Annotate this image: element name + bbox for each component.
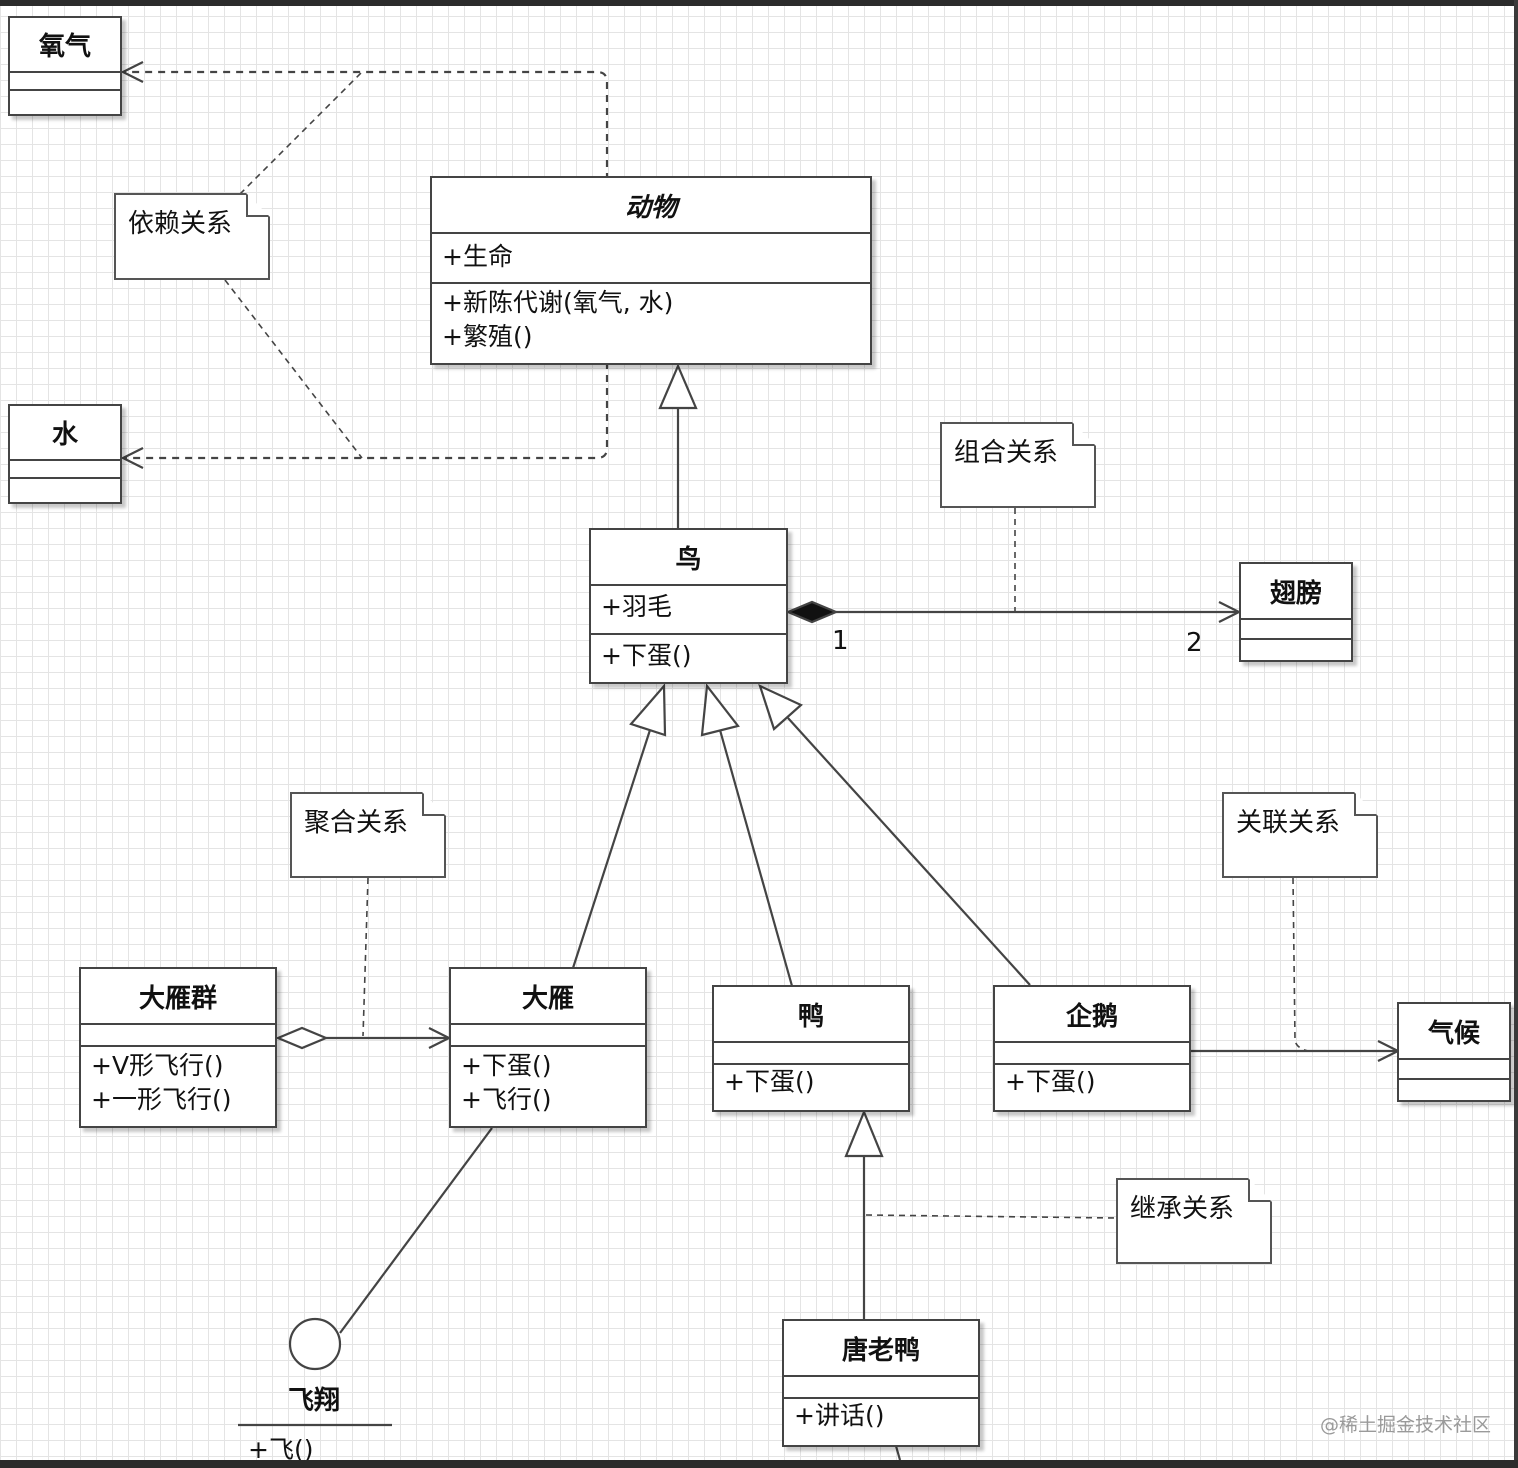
class-penguin-operation: +下蛋() (1005, 1067, 1096, 1096)
class-goose-name: 大雁 (451, 969, 645, 1025)
donald-tail-line (894, 1445, 902, 1461)
note-aggregation-text: 聚合关系 (304, 808, 409, 838)
class-water-attributes (10, 461, 120, 479)
class-goose-flock-operations: +V形飞行() +一形飞行() (81, 1047, 275, 1121)
generalization-arrowhead-goose (629, 683, 667, 737)
class-bird-name: 鸟 (591, 530, 786, 586)
class-wing-attributes (1241, 620, 1351, 640)
dependency-note-anchor-bottom (224, 279, 363, 459)
multiplicity-bird-end: 1 (832, 626, 849, 656)
generalization-line-duck-bird (718, 729, 794, 987)
class-goose-operations: +下蛋() +飞行() (451, 1047, 645, 1121)
class-oxygen-name: 氧气 (10, 18, 120, 73)
class-goose-flock-name: 大雁群 (81, 969, 275, 1025)
generalization-line-goose-bird (571, 729, 652, 969)
class-goose-flock[interactable]: 大雁群 +V形飞行() +一形飞行() (79, 967, 277, 1128)
class-animal-operations: +新陈代谢(氧气, 水) +繁殖() (432, 284, 870, 358)
generalization-arrowhead-penguin (758, 683, 803, 731)
class-water[interactable]: 水 (8, 404, 122, 504)
window-frame-bottom (0, 1460, 1518, 1468)
dependency-note-anchor-top (239, 71, 363, 195)
window-frame-top (0, 0, 1518, 6)
class-oxygen-attributes (10, 73, 120, 91)
dependency-line-water (125, 362, 609, 460)
class-wing[interactable]: 翅膀 (1239, 562, 1353, 662)
class-donald-duck-operation: +讲话() (794, 1401, 885, 1430)
note-inheritance[interactable]: 继承关系 (1116, 1178, 1272, 1264)
interface-fly-operation: +飞() (248, 1435, 314, 1464)
inheritance-note-anchor (865, 1214, 1117, 1219)
class-duck-attributes (714, 1043, 908, 1065)
interface-line-goose-fly (339, 1127, 493, 1334)
class-penguin-name: 企鹅 (995, 987, 1189, 1043)
window-frame-right (1514, 0, 1518, 1468)
class-animal-operation: +繁殖() (442, 322, 533, 351)
note-composition[interactable]: 组合关系 (940, 422, 1096, 508)
class-goose-flock-operation: +一形飞行() (91, 1085, 232, 1114)
class-duck-operations: +下蛋() (714, 1065, 908, 1103)
class-climate[interactable]: 气候 (1397, 1002, 1511, 1102)
class-animal-attribute: +生命 (442, 242, 513, 271)
generalization-arrowhead-duck-from-donald (844, 1109, 884, 1158)
class-donald-duck[interactable]: 唐老鸭 +讲话() (782, 1319, 980, 1447)
class-goose-flock-attributes (81, 1025, 275, 1047)
class-penguin-operations: +下蛋() (995, 1065, 1189, 1103)
class-goose-operation: +下蛋() (461, 1051, 552, 1080)
class-donald-duck-operations: +讲话() (784, 1399, 978, 1437)
class-goose-attributes (451, 1025, 645, 1047)
class-bird-attribute: +羽毛 (601, 592, 672, 621)
class-donald-duck-name: 唐老鸭 (784, 1321, 978, 1377)
interface-lollipop-circle (288, 1317, 342, 1371)
dependency-arrowhead-oxygen (120, 61, 144, 83)
class-bird-attributes: +羽毛 (591, 586, 786, 635)
class-animal-operation: +新陈代谢(氧气, 水) (442, 288, 674, 317)
class-animal[interactable]: 动物 +生命 +新陈代谢(氧气, 水) +繁殖() (430, 176, 872, 365)
class-duck-operation: +下蛋() (724, 1067, 815, 1096)
class-animal-attributes: +生命 (432, 234, 870, 284)
class-duck[interactable]: 鸭 +下蛋() (712, 985, 910, 1112)
note-association-text: 关联关系 (1236, 808, 1341, 838)
generalization-line-penguin-bird (787, 717, 1031, 986)
dependency-line-oxygen (125, 70, 609, 180)
note-composition-text: 组合关系 (954, 438, 1059, 468)
class-bird-operations: +下蛋() (591, 635, 786, 677)
note-inheritance-text: 继承关系 (1130, 1194, 1235, 1224)
class-water-name: 水 (10, 406, 120, 461)
note-dependency[interactable]: 依赖关系 (114, 193, 270, 280)
class-goose-flock-operation: +V形飞行() (91, 1051, 224, 1080)
class-climate-attributes (1399, 1060, 1509, 1080)
watermark: @稀土掘金技术社区 (1320, 1414, 1492, 1436)
note-dependency-text: 依赖关系 (128, 209, 233, 239)
aggregation-diamond (275, 1026, 329, 1050)
class-animal-name: 动物 (432, 178, 870, 234)
class-bird-operation: +下蛋() (601, 641, 692, 670)
generalization-arrowhead-animal (658, 363, 698, 410)
dependency-arrowhead-water (120, 447, 144, 469)
interface-fly-name[interactable]: 飞翔 (288, 1386, 341, 1416)
class-penguin-attributes (995, 1043, 1189, 1065)
class-goose[interactable]: 大雁 +下蛋() +飞行() (449, 967, 647, 1128)
class-duck-name: 鸭 (714, 987, 908, 1043)
class-bird[interactable]: 鸟 +羽毛 +下蛋() (589, 528, 788, 684)
association-note-anchor (1292, 877, 1309, 1052)
note-aggregation[interactable]: 聚合关系 (290, 792, 446, 878)
class-climate-name: 气候 (1399, 1004, 1509, 1060)
note-association[interactable]: 关联关系 (1222, 792, 1378, 878)
class-goose-operation: +飞行() (461, 1085, 552, 1114)
multiplicity-wing-end: 2 (1186, 628, 1203, 658)
class-penguin[interactable]: 企鹅 +下蛋() (993, 985, 1191, 1112)
class-donald-duck-attributes (784, 1377, 978, 1399)
class-wing-name: 翅膀 (1241, 564, 1351, 620)
generalization-arrowhead-duck (700, 683, 740, 737)
class-oxygen[interactable]: 氧气 (8, 16, 122, 116)
composition-diamond (785, 600, 839, 624)
aggregation-note-anchor (362, 877, 369, 1037)
